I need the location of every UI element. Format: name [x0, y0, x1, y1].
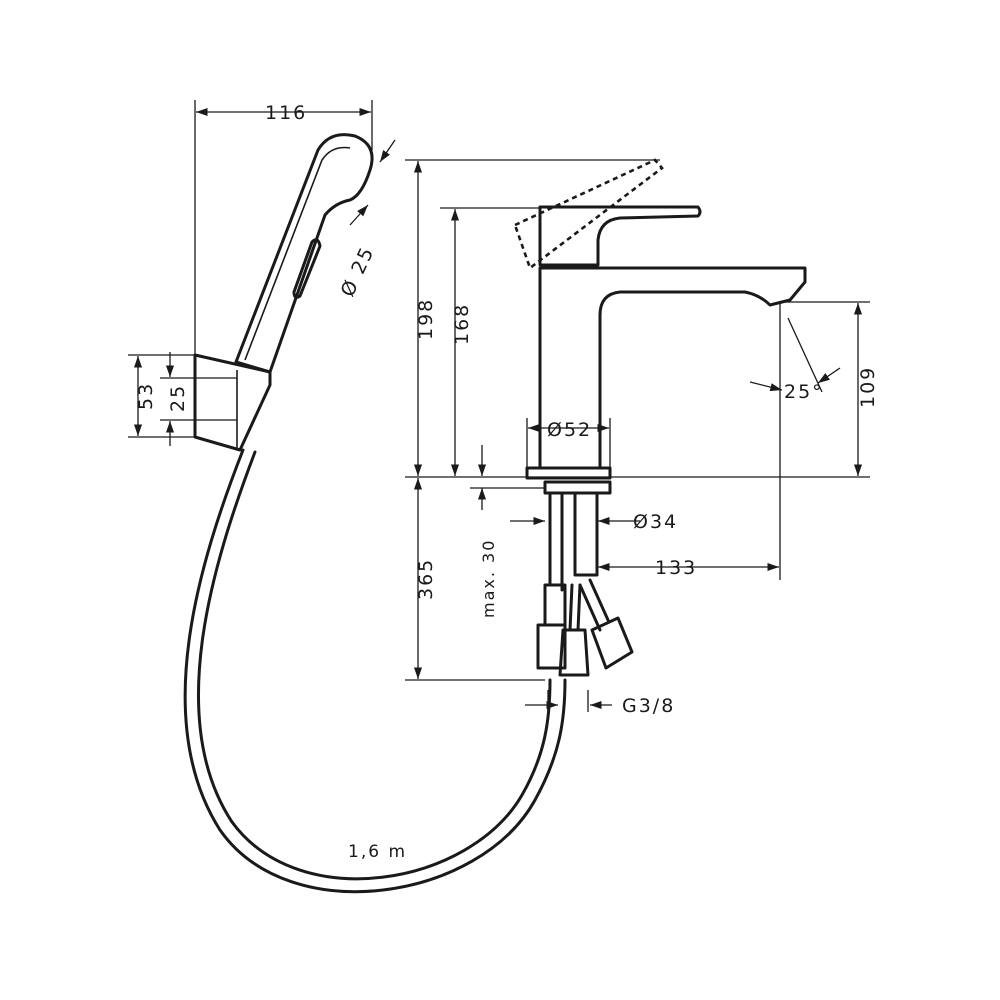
dim-shower-head-diameter: Ø 25: [337, 243, 379, 300]
dim-body-diameter: Ø52: [547, 419, 592, 441]
dim-height: 168: [451, 303, 473, 345]
dim-max-counter: max. 30: [479, 539, 498, 618]
dim-holder-inner: 25: [167, 384, 189, 412]
faucet: [513, 158, 807, 677]
dim-spout-reach: 133: [655, 557, 697, 579]
dim-shank-diameter: Ø34: [633, 511, 678, 533]
hand-shower: [234, 133, 374, 374]
dim-spout-height: 109: [857, 366, 879, 408]
dim-below-counter: 365: [415, 558, 437, 600]
dim-shower-length: 116: [265, 102, 307, 124]
dimension-lines: [128, 100, 870, 712]
dim-hose-length: 1,6 m: [348, 842, 407, 862]
dim-holder-height: 53: [135, 382, 157, 410]
shower-holder: [193, 353, 272, 452]
shower-hose: [183, 448, 567, 894]
dim-total-height: 198: [415, 298, 437, 340]
dim-spray-angle: 25°: [784, 381, 824, 403]
dim-connection: G3/8: [622, 695, 675, 717]
